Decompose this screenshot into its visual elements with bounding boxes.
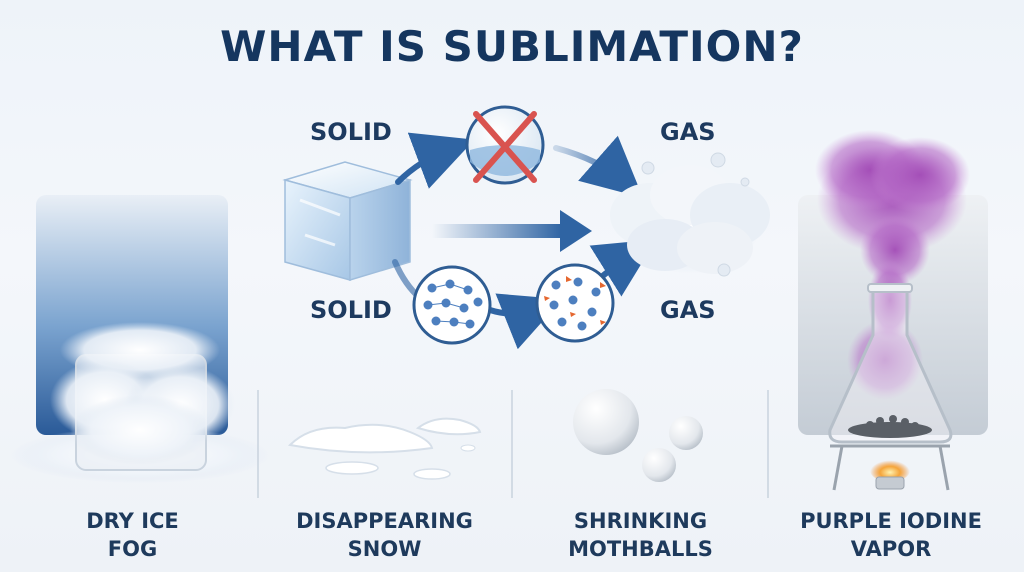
arrow-molecules bbox=[487, 293, 563, 350]
arrow-solid-to-liquid bbox=[395, 132, 475, 189]
burner-flame-icon bbox=[870, 458, 910, 482]
mothballs-icon bbox=[573, 389, 703, 482]
top-solid-label: SOLID bbox=[310, 118, 392, 146]
tripod-stand-icon bbox=[830, 444, 950, 491]
bottom-solid-label: SOLID bbox=[310, 296, 392, 324]
arrow-liquid-to-gas bbox=[553, 135, 644, 198]
snow-pile-icon bbox=[287, 417, 482, 480]
iodine-panel bbox=[798, 130, 988, 491]
example-snow-label: DISAPPEARING SNOW bbox=[296, 509, 473, 561]
flask-icon bbox=[828, 283, 953, 444]
purple-vapor-icon bbox=[815, 130, 970, 400]
direct-arrow-shaft bbox=[432, 224, 562, 238]
top-gas-label: GAS bbox=[660, 118, 716, 146]
bottom-gas-label: GAS bbox=[660, 296, 716, 324]
crossed-out-liquid-beaker-icon bbox=[465, 105, 545, 185]
ice-cube-icon bbox=[282, 161, 413, 282]
direct-arrow-head bbox=[560, 210, 592, 252]
example-mothballs-label: SHRINKING MOTHBALLS bbox=[568, 509, 713, 561]
example-dry-ice-label: DRY ICE FOG bbox=[86, 509, 179, 561]
dry-ice-panel bbox=[10, 195, 270, 483]
burner-icon bbox=[875, 476, 905, 490]
page-title: WHAT IS SUBLIMATION? bbox=[220, 22, 804, 71]
solid-molecules-icon bbox=[412, 265, 492, 345]
example-iodine-label: PURPLE IODINE VAPOR bbox=[800, 509, 982, 561]
gas-molecules-icon bbox=[535, 263, 615, 343]
gas-cloud-icon bbox=[610, 152, 770, 277]
